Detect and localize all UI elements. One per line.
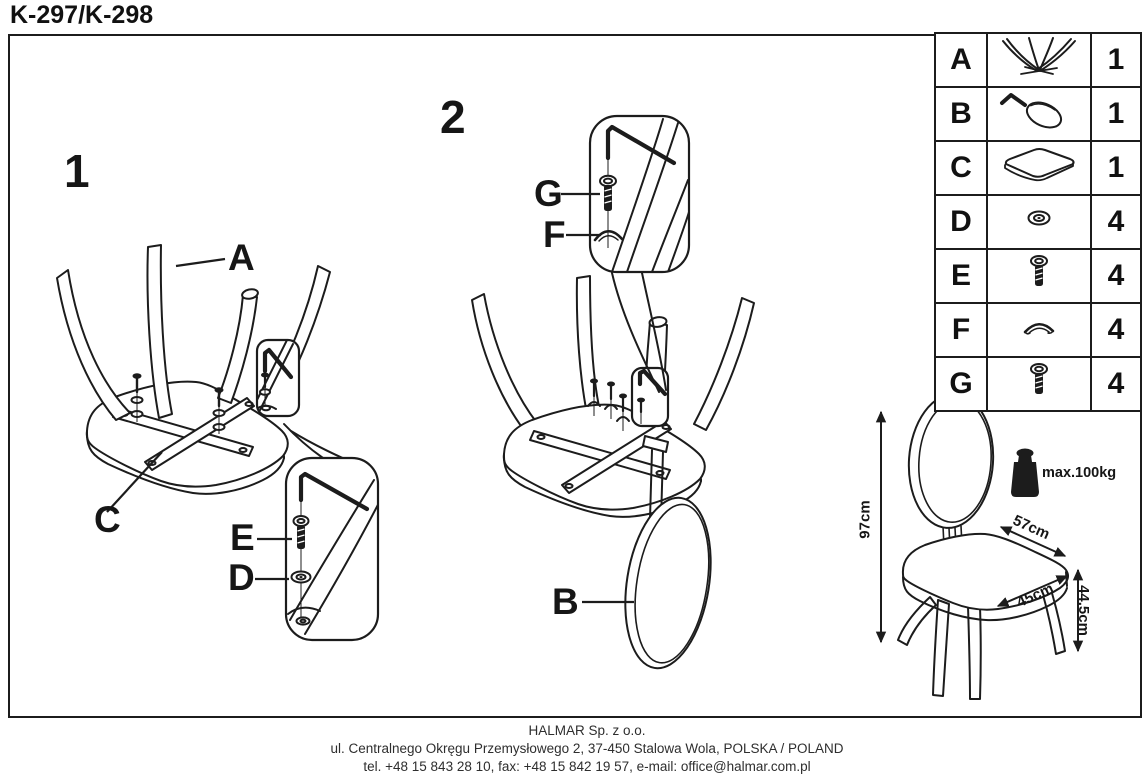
- table-row-a: A 1: [934, 32, 1142, 88]
- part-id: G: [934, 356, 988, 412]
- part-qty: 4: [1090, 356, 1142, 412]
- parts-table: A 1 B: [934, 32, 1142, 412]
- dimension-arrows: [875, 410, 1084, 653]
- part-id: D: [934, 194, 988, 250]
- screw-clip-set: [587, 378, 630, 431]
- max-load-label: max.100kg: [1042, 465, 1117, 481]
- part-label-b: B: [552, 581, 579, 622]
- part-id: E: [934, 248, 988, 304]
- leg-frame-icon: [1002, 37, 1076, 75]
- footer-contact: tel. +48 15 843 28 10, fax: +48 15 842 1…: [363, 759, 811, 774]
- page-title: K-297/K-298: [10, 1, 154, 29]
- bolt-clip-detail-bubble: [588, 114, 691, 393]
- step1-drawing: [56, 244, 380, 642]
- weight-icon: [1011, 448, 1039, 497]
- step2-drawing: [471, 114, 755, 670]
- part-label-f: F: [543, 214, 566, 255]
- countersunk-bolt-icon: [1030, 363, 1048, 394]
- table-row-b: B 1: [934, 86, 1142, 142]
- part-label-g: G: [534, 173, 563, 214]
- part-qty: 4: [1090, 248, 1142, 304]
- washer-icon: [1027, 210, 1051, 226]
- backrest-shape: [624, 496, 712, 670]
- table-row-c: C 1: [934, 140, 1142, 196]
- part-label-a: A: [228, 237, 255, 278]
- allen-key-detail-bubble: [630, 366, 670, 428]
- screw-set: [130, 373, 144, 422]
- table-row-g: G 4: [934, 356, 1142, 412]
- table-row-f: F 4: [934, 302, 1142, 358]
- step2-number: 2: [440, 91, 466, 143]
- bolt-washer-detail-bubble: [284, 456, 380, 642]
- table-row-e: E 4: [934, 248, 1142, 304]
- backrest-icon: [1000, 93, 1063, 129]
- footer-address: ul. Centralnego Okręgu Przemysłowego 2, …: [330, 741, 844, 756]
- part-qty: 4: [1090, 194, 1142, 250]
- curved-clip-icon: [1023, 322, 1055, 335]
- part-label-e: E: [230, 517, 255, 558]
- countersunk-bolt-icon: [1030, 255, 1048, 286]
- table-row-d: D 4: [934, 194, 1142, 250]
- seat-height-dimension: 44.5cm: [1074, 585, 1092, 636]
- part-qty: 4: [1090, 302, 1142, 358]
- size-chair-drawing: [875, 393, 1084, 700]
- part-id: B: [934, 86, 988, 142]
- part-id: F: [934, 302, 988, 358]
- step1-number: 1: [64, 145, 90, 197]
- screw-set: [212, 387, 226, 434]
- part-label-d: D: [228, 557, 255, 598]
- allen-key-detail-bubble: [255, 338, 301, 418]
- seat-icon: [1004, 148, 1075, 182]
- footer: HALMAR Sp. z o.o. ul. Centralnego Okręgu…: [26, 722, 1148, 776]
- part-qty: 1: [1090, 140, 1142, 196]
- height-dimension: 97cm: [856, 500, 874, 539]
- part-id: A: [934, 32, 988, 88]
- part-label-c: C: [94, 499, 121, 540]
- part-id: C: [934, 140, 988, 196]
- part-qty: 1: [1090, 86, 1142, 142]
- part-qty: 1: [1090, 32, 1142, 88]
- footer-company: HALMAR Sp. z o.o.: [528, 723, 646, 738]
